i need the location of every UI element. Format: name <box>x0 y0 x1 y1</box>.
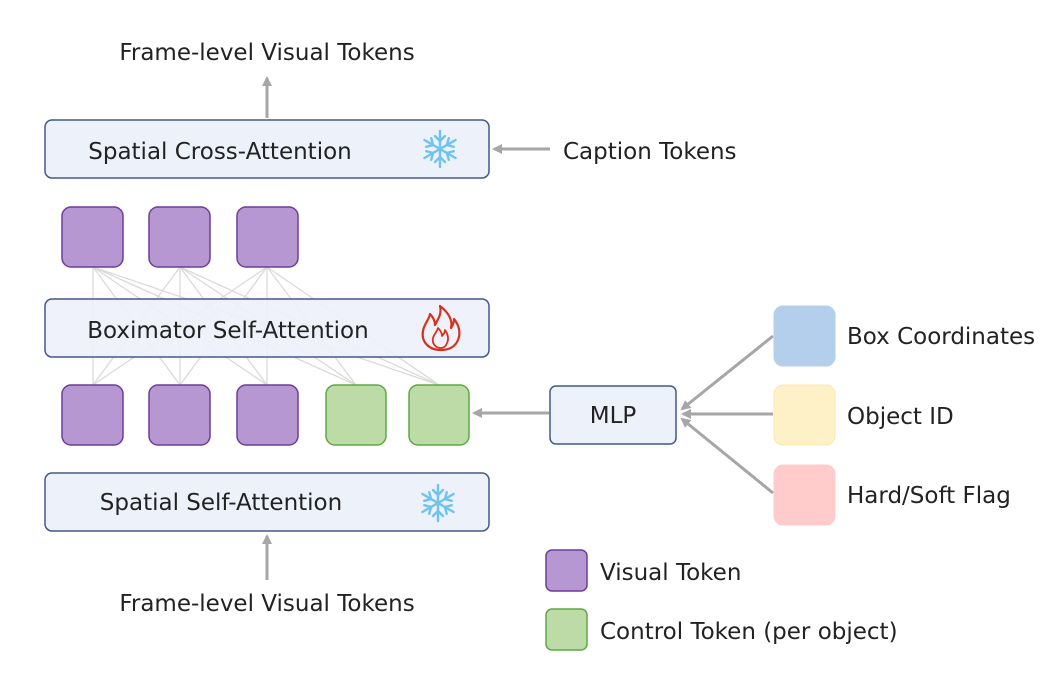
mlp-block: MLP <box>549 385 677 445</box>
mlp-label: MLP <box>590 403 637 429</box>
legend-control-label: Control Token (per object) <box>600 619 898 645</box>
control-token <box>325 384 387 446</box>
object-id-label: Object ID <box>847 404 954 430</box>
boximator-block: Boximator Self-Attention <box>44 298 490 358</box>
cross-attention-block: Spatial Cross-Attention <box>44 119 490 179</box>
flag-label: Hard/Soft Flag <box>847 483 1011 509</box>
top-output-label: Frame-level Visual Tokens <box>119 40 414 66</box>
self-attention-label: Spatial Self-Attention <box>100 490 342 516</box>
flame-icon <box>421 304 461 352</box>
output-visual-tokens <box>61 206 299 268</box>
boximator-label: Boximator Self-Attention <box>87 318 368 344</box>
visual-token <box>236 206 299 268</box>
self-attention-block: Spatial Self-Attention <box>44 472 490 532</box>
caption-tokens-label: Caption Tokens <box>563 139 737 165</box>
flag-input: Hard/Soft Flag <box>773 464 1011 526</box>
box-coordinates-input: Box Coordinates <box>773 305 1035 367</box>
visual-token <box>61 384 124 446</box>
legend-visual-swatch <box>545 549 588 592</box>
object-id-input: Object ID <box>773 384 954 446</box>
box-coordinates-label: Box Coordinates <box>847 324 1035 350</box>
legend: Visual Token Control Token (per object) <box>545 549 898 651</box>
visual-token <box>61 206 124 268</box>
visual-token <box>236 384 299 446</box>
visual-token <box>148 206 211 268</box>
box-to-mlp-arrow <box>680 334 774 411</box>
flag-to-mlp-arrow <box>680 417 774 495</box>
legend-control-swatch <box>545 608 588 651</box>
cross-attention-label: Spatial Cross-Attention <box>88 139 352 165</box>
legend-visual-label: Visual Token <box>600 560 741 586</box>
bottom-input-label: Frame-level Visual Tokens <box>119 591 414 617</box>
input-tokens <box>61 384 470 446</box>
visual-token <box>148 384 211 446</box>
control-token <box>408 384 470 446</box>
